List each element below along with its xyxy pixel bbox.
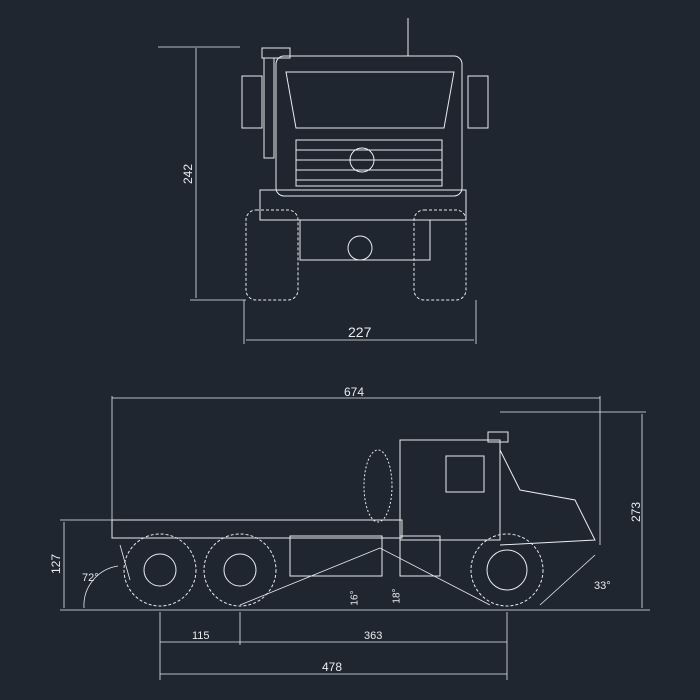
side-dimension-lines [60, 396, 650, 680]
departure-angle-label: 72° [82, 572, 99, 584]
overall-height-label: 273 [629, 501, 644, 523]
frame-height-label: 127 [49, 553, 64, 575]
overall-length-label: 674 [344, 385, 365, 399]
wheelbase-label: 478 [322, 660, 343, 674]
front-height-label: 242 [181, 163, 196, 185]
rear-axle-spacing-label: 115 [192, 630, 210, 642]
side-view-truck [111, 431, 596, 607]
front-view-truck [241, 18, 489, 301]
front-width-label: 227 [348, 324, 372, 340]
breakover-angle-2-label: 18° [391, 588, 403, 604]
approach-angle-label: 33° [594, 580, 611, 592]
mid-wheelbase-label: 363 [364, 630, 383, 642]
front-dimension-lines [158, 46, 477, 344]
breakover-angle-1-label: 16° [349, 590, 361, 606]
